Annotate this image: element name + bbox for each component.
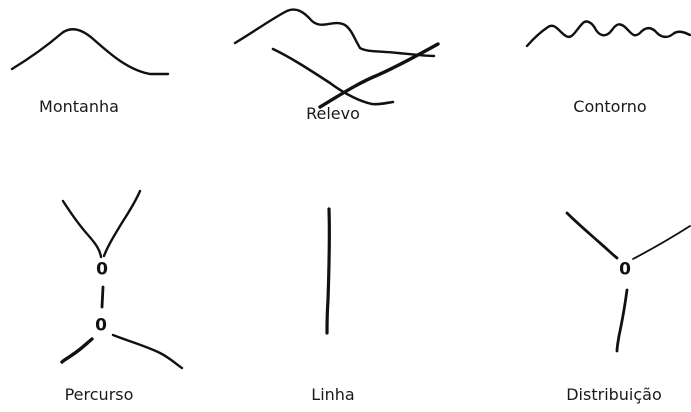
relief-sketch xyxy=(235,10,438,107)
distribution-sketch xyxy=(567,213,690,351)
mountain-sketch xyxy=(12,29,168,74)
label-percurso: Percurso xyxy=(65,385,134,404)
line-sketch xyxy=(327,209,329,333)
route-sketch xyxy=(62,191,182,368)
label-contorno: Contorno xyxy=(573,97,646,116)
route-node-lower: 0 xyxy=(95,318,107,335)
distribution-node: 0 xyxy=(619,262,631,279)
label-montanha: Montanha xyxy=(39,97,119,116)
label-relevo: Relevo xyxy=(306,104,360,123)
contour-sketch xyxy=(527,22,690,46)
label-distribuicao: Distribuição xyxy=(566,385,662,404)
label-linha: Linha xyxy=(311,385,354,404)
route-node-upper: 0 xyxy=(96,262,108,279)
